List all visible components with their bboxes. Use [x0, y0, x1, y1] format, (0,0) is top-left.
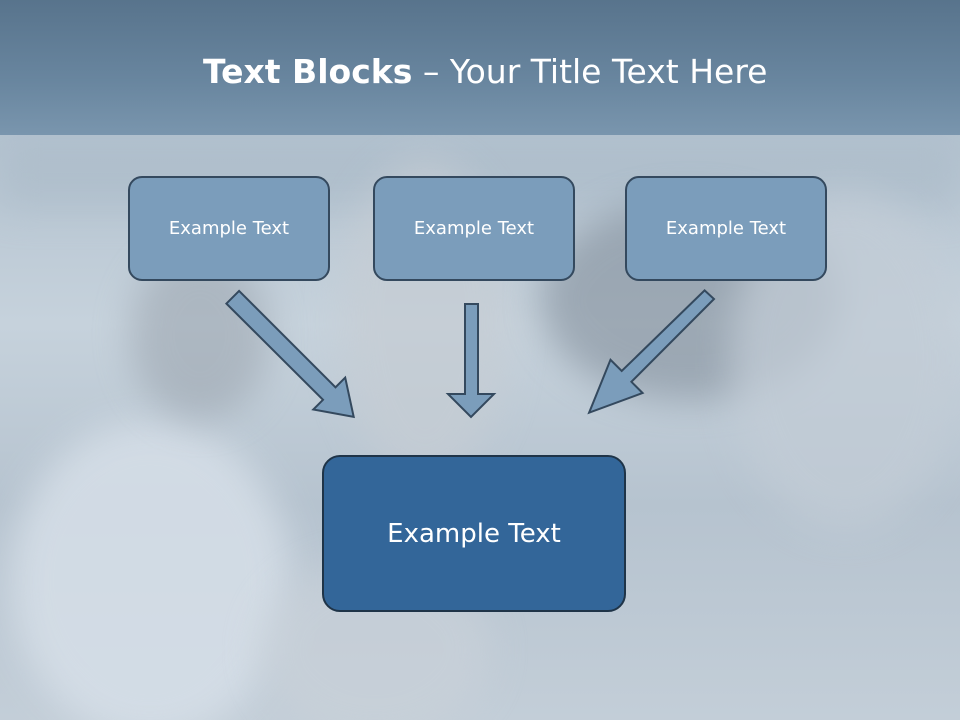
- text-block-right[interactable]: Example Text: [625, 176, 827, 281]
- arrow-center-down: [445, 303, 497, 419]
- text-block-left-label: Example Text: [168, 218, 290, 239]
- text-block-center[interactable]: Example Text: [373, 176, 575, 281]
- arrow-left-diagonal: [224, 289, 355, 419]
- title-rest: Your Title Text Here: [449, 52, 768, 91]
- text-block-right-label: Example Text: [665, 218, 787, 239]
- text-block-center-label: Example Text: [413, 218, 535, 239]
- photo-blur-person: [10, 420, 290, 720]
- title-bold: Text Blocks: [203, 52, 413, 91]
- slide-title: Text Blocks – Your Title Text Here: [203, 52, 767, 91]
- text-block-result-label: Example Text: [387, 518, 561, 549]
- text-block-left[interactable]: Example Text: [128, 176, 330, 281]
- text-block-result[interactable]: Example Text: [322, 455, 626, 612]
- arrow-right-diagonal: [587, 289, 716, 415]
- title-dash: –: [412, 52, 450, 91]
- title-band: [0, 0, 960, 135]
